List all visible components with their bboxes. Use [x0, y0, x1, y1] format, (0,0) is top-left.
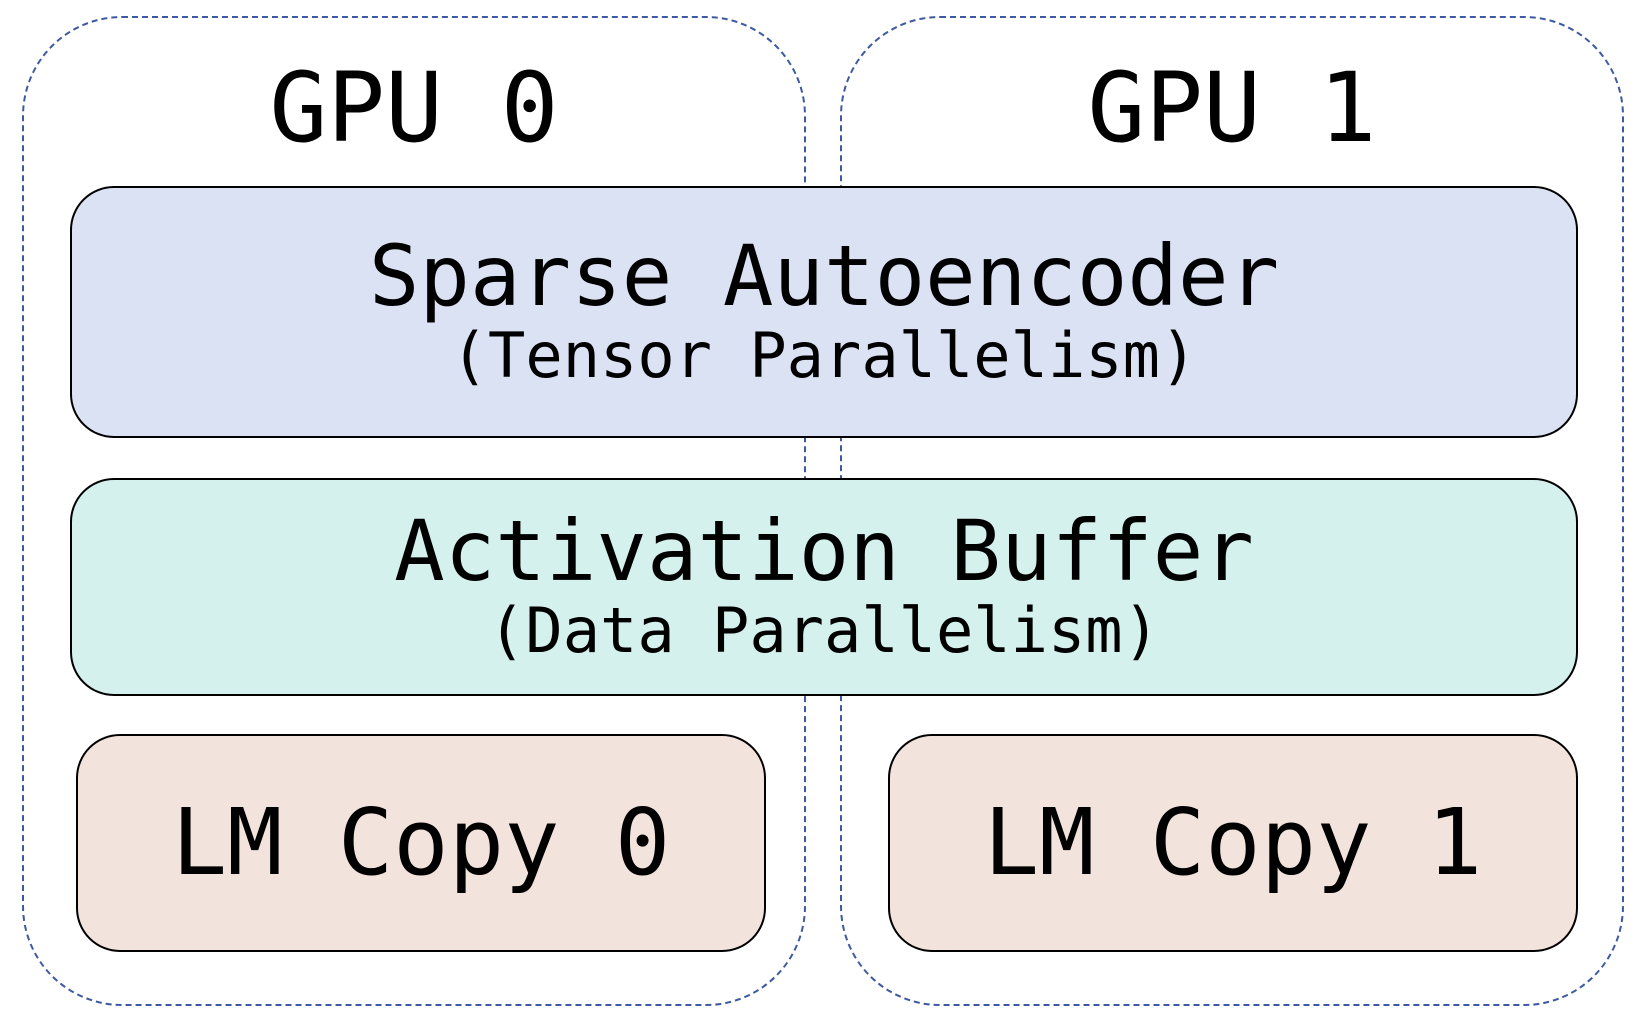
- activation-buffer-block: Activation Buffer (Data Parallelism): [70, 478, 1578, 696]
- activation-buffer-subtitle: (Data Parallelism): [488, 594, 1160, 668]
- lm-copy-1-block: LM Copy 1: [888, 734, 1578, 952]
- gpu-0-container: GPU 0: [22, 16, 806, 1006]
- activation-buffer-title: Activation Buffer: [394, 502, 1254, 601]
- gpu-1-label: GPU 1: [1087, 52, 1377, 164]
- sparse-autoencoder-block: Sparse Autoencoder (Tensor Parallelism): [70, 186, 1578, 438]
- lm-copy-0-label: LM Copy 0: [171, 788, 671, 896]
- sparse-autoencoder-subtitle: (Tensor Parallelism): [450, 319, 1198, 393]
- lm-copy-1-label: LM Copy 1: [983, 788, 1483, 896]
- lm-copy-0-block: LM Copy 0: [76, 734, 766, 952]
- gpu-0-label: GPU 0: [269, 52, 559, 164]
- sparse-autoencoder-title: Sparse Autoencoder: [368, 227, 1280, 326]
